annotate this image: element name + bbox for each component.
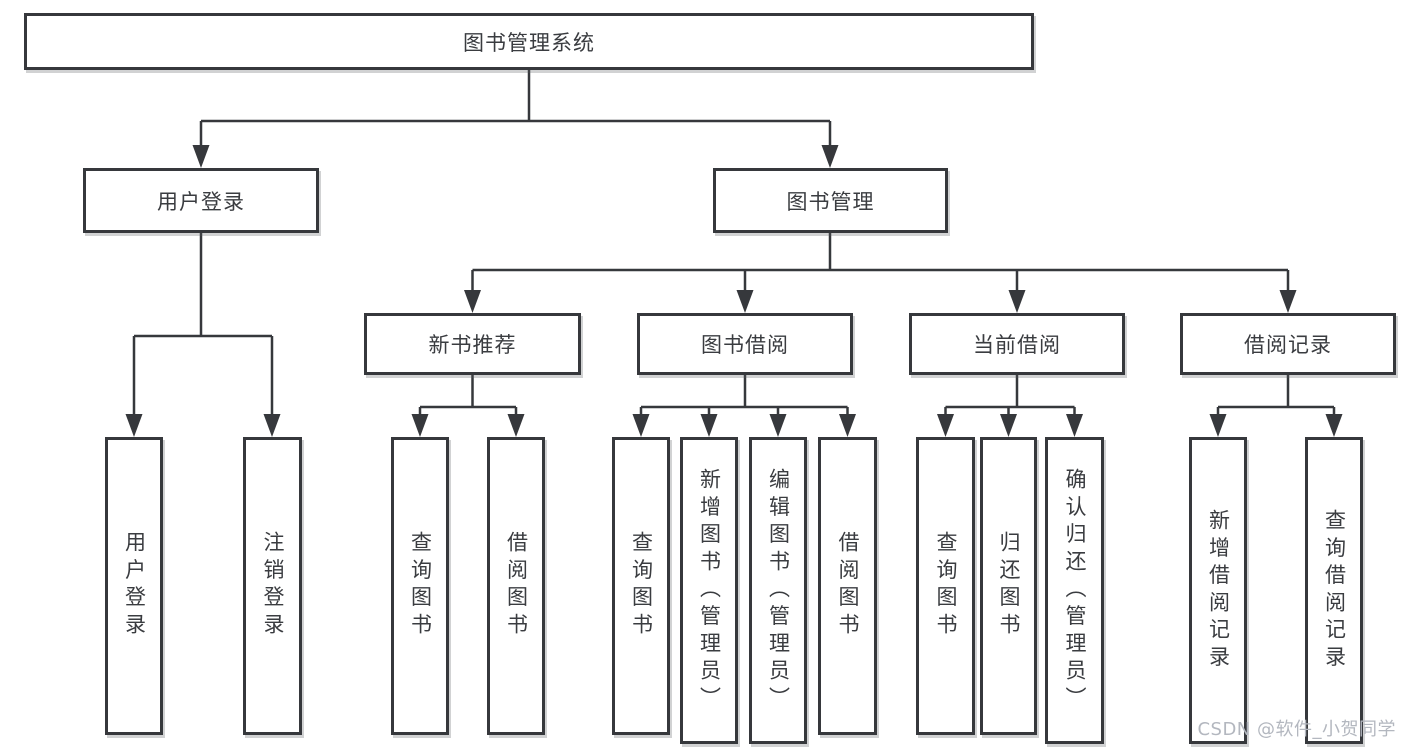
leaf-recommend-borrow-books: 借阅图书 — [487, 437, 545, 735]
node-new-book-recommend-label: 新书推荐 — [428, 333, 517, 357]
leaf-borrowing-add-books-admin-label: 新增图书（管理员） — [697, 467, 722, 714]
leaf-current-confirm-return-admin: 确认归还（管理员） — [1045, 437, 1104, 744]
leaf-borrowing-borrow-books: 借阅图书 — [818, 437, 877, 735]
node-system-root: 图书管理系统 — [24, 13, 1034, 70]
tree-edges — [132, 70, 1336, 419]
leaf-logout-label: 注销登录 — [261, 531, 285, 641]
node-book-borrowing-label: 图书借阅 — [701, 333, 789, 357]
node-current-borrowing: 当前借阅 — [909, 313, 1125, 375]
leaf-recommend-borrow-books-label: 借阅图书 — [504, 531, 529, 641]
node-user-login: 用户登录 — [83, 168, 319, 233]
leaf-current-query-books-label: 查询图书 — [934, 531, 958, 641]
leaf-current-query-books: 查询图书 — [916, 437, 975, 735]
leaf-borrowing-query-books-label: 查询图书 — [629, 531, 654, 641]
leaf-borrowing-borrow-books-label: 借阅图书 — [836, 531, 860, 641]
leaf-logout: 注销登录 — [243, 437, 302, 735]
node-book-management-label: 图书管理 — [786, 189, 875, 214]
node-system-root-label: 图书管理系统 — [463, 30, 595, 55]
node-borrowing-records: 借阅记录 — [1180, 313, 1396, 375]
node-current-borrowing-label: 当前借阅 — [973, 333, 1061, 357]
leaf-records-add-record-label: 新增借阅记录 — [1206, 508, 1231, 673]
leaf-borrowing-query-books: 查询图书 — [612, 437, 670, 735]
leaf-current-confirm-return-admin-label: 确认归还（管理员） — [1063, 467, 1087, 714]
node-book-management: 图书管理 — [713, 168, 948, 233]
csdn-watermark: CSDN @软件_小贺同学 — [1197, 719, 1396, 740]
node-book-borrowing: 图书借阅 — [637, 313, 853, 375]
leaf-records-add-record: 新增借阅记录 — [1189, 437, 1247, 744]
leaf-current-return-books: 归还图书 — [980, 437, 1037, 735]
node-user-login-label: 用户登录 — [157, 189, 245, 214]
leaf-current-return-books-label: 归还图书 — [997, 531, 1021, 641]
leaf-user-login-label: 用户登录 — [122, 531, 147, 641]
leaf-user-login: 用户登录 — [105, 437, 163, 735]
node-new-book-recommend: 新书推荐 — [364, 313, 581, 375]
leaf-recommend-query-books-label: 查询图书 — [408, 531, 433, 641]
node-borrowing-records-label: 借阅记录 — [1244, 333, 1332, 357]
leaf-records-query-record-label: 查询借阅记录 — [1322, 508, 1347, 673]
leaf-borrowing-add-books-admin: 新增图书（管理员） — [680, 437, 738, 744]
leaf-borrowing-edit-books-admin: 编辑图书（管理员） — [749, 437, 807, 744]
leaf-recommend-query-books: 查询图书 — [391, 437, 449, 735]
leaf-records-query-record: 查询借阅记录 — [1305, 437, 1363, 744]
leaf-borrowing-edit-books-admin-label: 编辑图书（管理员） — [766, 467, 791, 714]
